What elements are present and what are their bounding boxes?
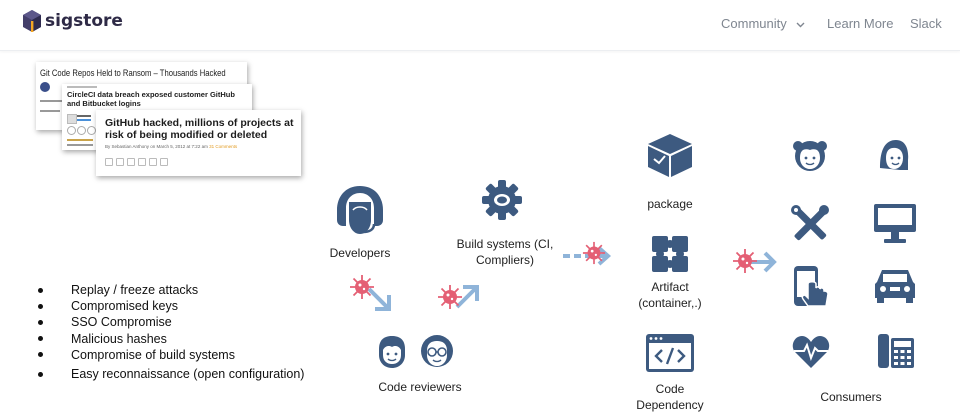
flipboard-share-icon [160,158,168,166]
text-line [40,100,64,102]
list-item: Malicious hashes [38,331,304,347]
reviewer-man-icon [379,336,405,368]
sigstore-cube-icon [23,10,41,32]
attack-item-text: Malicious hashes [71,331,167,346]
text-line [67,144,93,146]
text-line [67,139,93,141]
bullet-dot [38,352,43,358]
build-systems-label: Build systems (CI, Compliers) [456,237,554,267]
code-dependency-label: Code Dependency [636,382,704,412]
chevron-down-icon [796,22,805,27]
code-reviewers-label: Code reviewers [378,380,462,394]
news-byline: By Sebastian Anthony on March 5, 2012 at… [105,144,237,149]
list-item: Compromise of build systems [38,347,304,363]
woman-icon [880,140,909,170]
facebook-share-icon [67,126,76,135]
list-item: SSO Compromise [38,314,304,330]
phone-touch-icon [794,266,829,307]
author-avatar [40,82,50,92]
hacker-news-share-icon [149,158,157,166]
bullet-dot [38,319,43,325]
author-avatar [67,114,77,124]
news-headline: CircleCI data breach exposed customer Gi… [67,90,235,108]
date-line [67,86,97,88]
attack-item-text: SSO Compromise [71,315,172,330]
bullet-dot [38,287,43,293]
top-navigation-bar: sigstore Community Learn More Slack [0,0,960,51]
arrow-down-right-icon [367,287,391,311]
developers-label: Developers [329,246,391,260]
virus-icon [733,249,757,273]
byline-text: By Sebastian Anthony on March 5, 2012 at… [105,144,208,149]
monitor-icon [874,204,916,243]
list-item: Replay / freeze attacks [38,282,304,298]
nav-community[interactable]: Community [721,16,805,31]
package-label: package [647,197,693,211]
google-plus-share-icon [127,158,135,166]
virus-icon [582,241,606,265]
attack-item-text: Easy reconnaissance (open configuration) [71,367,305,382]
nav-slack[interactable]: Slack [910,16,942,31]
facebook-share-icon [105,158,113,166]
attack-item-text: Replay / freeze attacks [71,283,199,298]
news-headline: GitHub hacked, millions of projects at r… [105,117,294,141]
arrow-up-right-icon [455,285,479,309]
bullet-dot [38,303,43,309]
news-headline: Git Code Repos Held to Ransom – Thousand… [40,68,226,78]
sigstore-logo[interactable]: sigstore [22,9,123,33]
comments-count: 31 Comments [209,144,238,149]
consumers-label: Consumers [820,390,882,404]
tools-icon [791,205,829,241]
logo-text: sigstore [45,11,123,31]
puzzle-piece-icon [652,236,688,272]
nav-community-label: Community [721,16,787,31]
package-box-icon [648,134,692,177]
attack-item-text: Compromise of build systems [71,347,235,362]
news-card-github: GitHub hacked, millions of projects at r… [96,110,301,176]
twitter-share-icon [77,126,86,135]
developer-headset-icon [337,186,383,234]
list-item: Easy reconnaissance (open configuration) [38,366,304,382]
code-window-icon [646,334,694,372]
text-line [77,119,91,121]
office-phone-icon [878,334,914,368]
bullet-dot [38,371,43,377]
girl-icon [793,141,827,171]
virus-icon [350,275,374,299]
gear-icon [482,180,522,220]
twitter-share-icon [116,158,124,166]
attack-item-text: Compromised keys [71,299,178,314]
list-item: Compromised keys [38,298,304,314]
bullet-dot [38,336,43,342]
heart-rate-icon [792,336,830,368]
share-buttons [105,158,168,166]
nav-learn-more[interactable]: Learn More [827,16,894,31]
text-line [40,110,60,112]
car-icon [875,270,915,303]
attack-list: Replay / freeze attacks Compromised keys… [38,282,304,382]
linkedin-share-icon [87,126,96,135]
virus-icon [438,285,462,309]
text-line [77,115,91,117]
reddit-share-icon [138,158,146,166]
artifact-label: Artifact (container,.) [638,280,702,310]
reviewer-glasses-icon [421,335,453,367]
